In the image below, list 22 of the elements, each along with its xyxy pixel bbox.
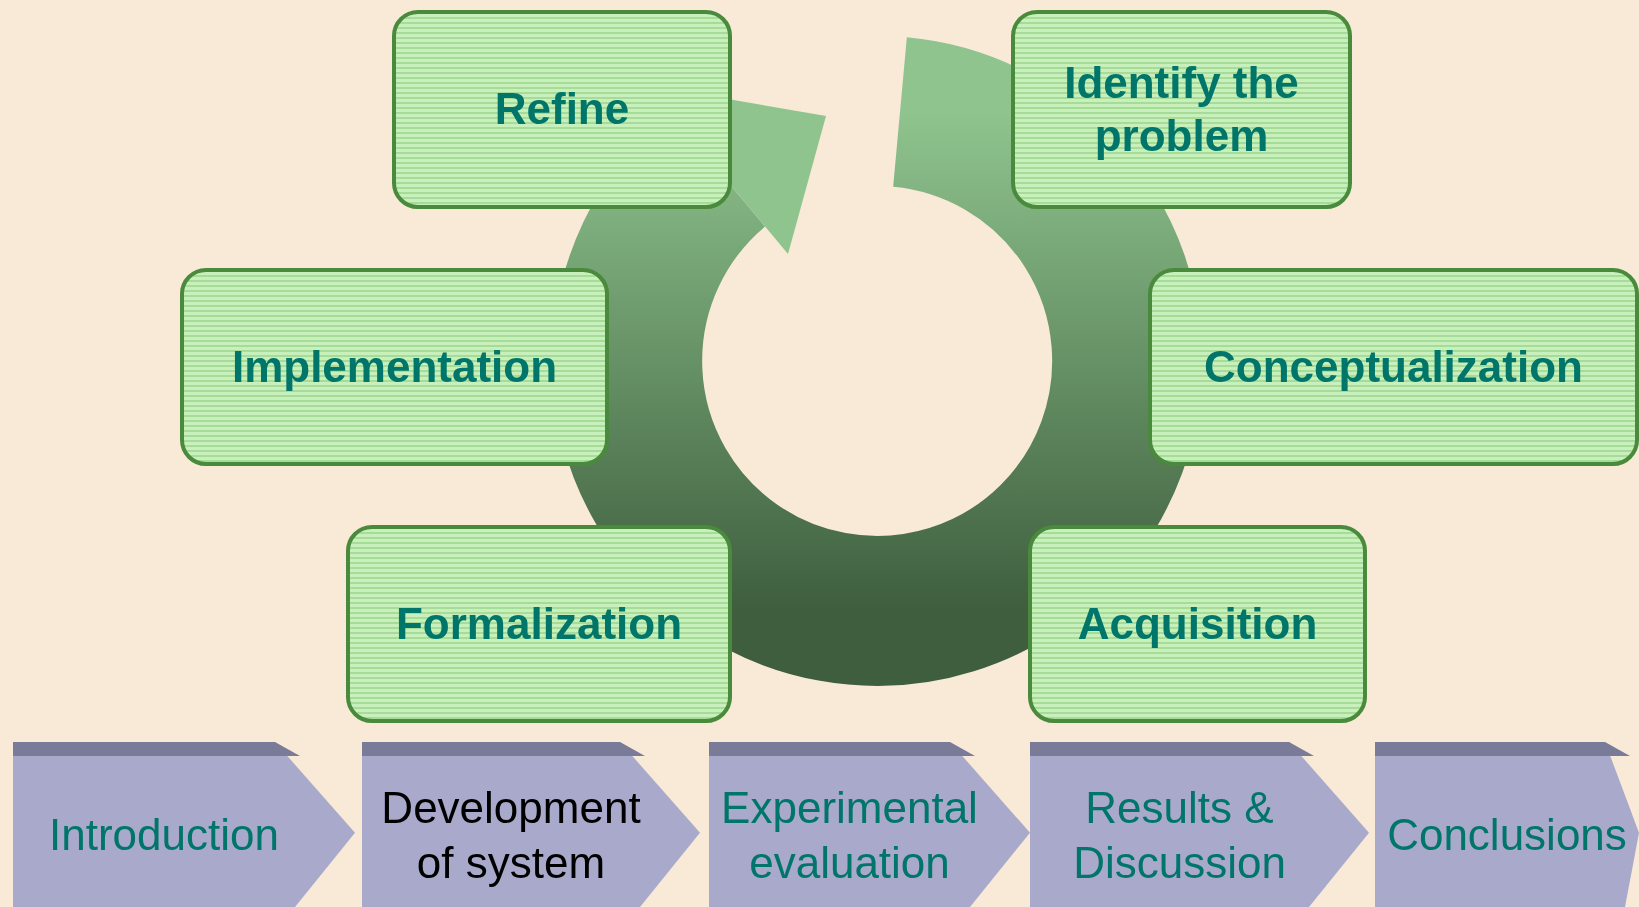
stage-label: Refine	[494, 83, 630, 136]
chevron-step	[1030, 742, 1369, 907]
stage-label: Identify the problem	[1063, 56, 1300, 162]
stage-box	[392, 10, 732, 209]
stage-label: Implementation	[231, 340, 558, 393]
stage-box	[1028, 525, 1367, 723]
stage-label: Results & Discussion	[1072, 781, 1287, 889]
stage-label: Development of system	[380, 781, 642, 889]
stage-box	[180, 268, 609, 466]
stage-box	[1148, 268, 1639, 466]
chevron-step	[13, 742, 355, 907]
stage-label: Conclusions	[1387, 809, 1627, 861]
chevron-step	[1375, 742, 1639, 907]
stage-label: Formalization	[396, 597, 682, 650]
stage-box	[1011, 10, 1352, 209]
stage-label: Experimental evaluation	[720, 781, 979, 889]
stage-box	[346, 525, 732, 723]
stage-label: Introduction	[49, 809, 280, 861]
chevron-step	[362, 742, 700, 907]
stage-label: Conceptualization	[1204, 340, 1583, 393]
chevron-step	[709, 742, 1030, 907]
stage-label: Acquisition	[1077, 597, 1318, 650]
